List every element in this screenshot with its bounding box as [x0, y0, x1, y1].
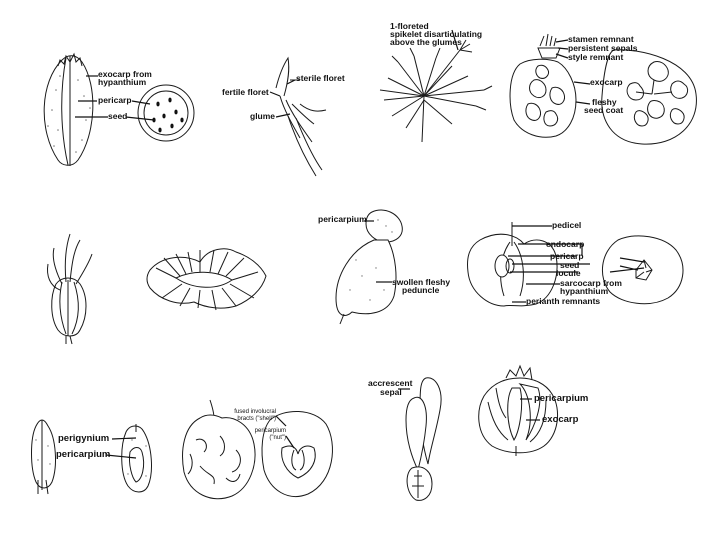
apple-pericarp-label: pericarp	[550, 251, 584, 261]
physalis-pericarpium-label: pericarpium	[534, 393, 589, 404]
fused-bracts-label-line2: bracts ("shell")	[237, 416, 276, 422]
fused-bracts-label-line1: fused involucral	[234, 409, 276, 415]
locule-label: locule	[556, 268, 581, 278]
fertile-floret-label: fertile floret	[222, 87, 269, 97]
sedge-fruit-figure	[47, 233, 93, 345]
rosaceous-fruit-figure	[43, 52, 195, 166]
accrescent-label-line1: accrescent	[368, 378, 413, 388]
sarcocarp-label-line1: sarcocarp from	[560, 278, 622, 288]
physalis-exocarp-label: exocarp	[542, 414, 579, 425]
cashew-figure	[335, 209, 403, 325]
swollen-fleshy-label: swollen fleshy	[392, 277, 451, 287]
hickory-figure	[182, 399, 333, 500]
seed-label: seed	[108, 111, 128, 121]
stamen-remnant-label: stamen remnant	[568, 34, 634, 44]
spikelet-note-line2: spikelet disarticulating	[390, 29, 483, 39]
dipterocarp-figure	[398, 377, 442, 501]
nut-label-line2: ("nut")	[269, 435, 286, 441]
apple-seed-label: seed	[560, 260, 580, 270]
physalis-figure	[478, 364, 559, 456]
spikelet-note-line1: 1-floreted	[390, 21, 429, 31]
pericarp-label: pericarp	[98, 95, 132, 105]
carex-pericarpium-label: pericarpium	[56, 449, 111, 460]
exocarp-label-line1: exocarp from	[98, 69, 152, 79]
apple-figure	[467, 222, 684, 307]
cashew-pericarpium-label: pericarpium	[318, 214, 367, 224]
spikelet-note-line3: above the glumes	[390, 37, 462, 47]
sterile-floret-label: sterile floret	[296, 73, 345, 83]
persistent-sepals-label: persistent sepals	[568, 43, 638, 53]
pomegranate-exocarp-label: exocarp	[590, 77, 623, 87]
pomegranate-figure	[509, 33, 697, 145]
perianth-remnants-label: perianth remnants	[526, 296, 601, 306]
accrescent-label-line2: sepal	[380, 387, 402, 397]
seed-coat-label: seed coat	[584, 105, 624, 115]
grass-spikelet-figure	[269, 56, 327, 177]
style-remnant-label: style remnant	[568, 52, 624, 62]
fleshy-label: fleshy	[592, 97, 617, 107]
pedicel-label: pedicel	[552, 220, 582, 230]
winged-seed-figure	[146, 248, 267, 311]
peduncle-label: peduncle	[402, 285, 440, 295]
glume-label: glume	[250, 111, 276, 121]
sarcocarp-label-line2: hypanthium	[560, 286, 609, 296]
carex-figure	[31, 419, 152, 495]
perigynium-label: perigynium	[58, 433, 110, 444]
grass-inflorescence-figure	[379, 29, 493, 143]
endocarp-label: endocarp	[546, 239, 585, 249]
nut-label-line1: pericarpium	[254, 428, 286, 434]
exocarp-label-line2: hypanthium	[98, 77, 147, 87]
